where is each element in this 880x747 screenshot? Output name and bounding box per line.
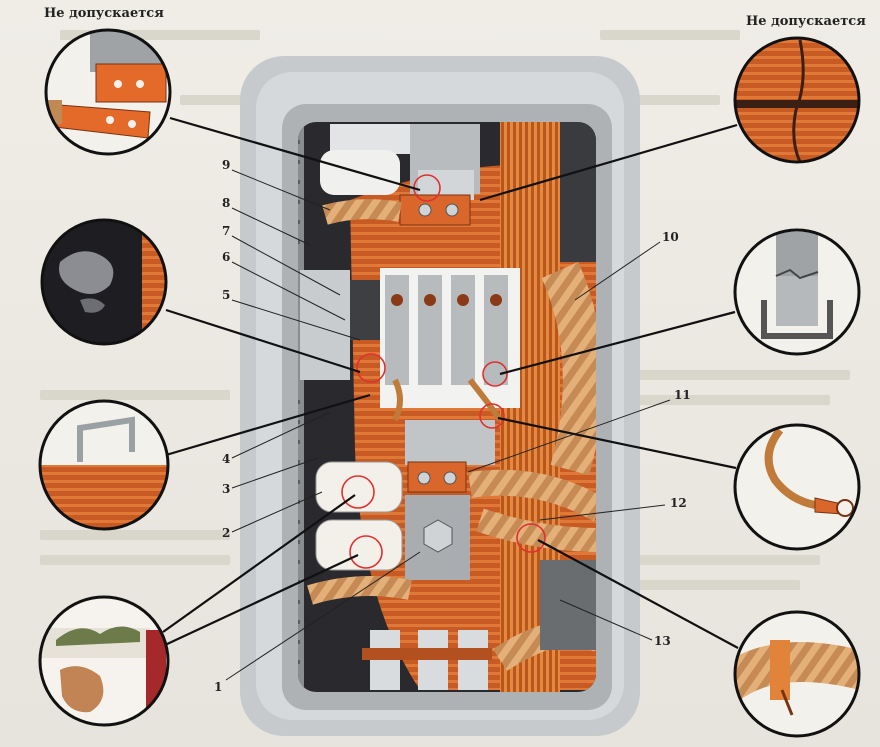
callout-6: 6 [222, 250, 231, 264]
callout-3: 3 [222, 482, 231, 496]
leader-lines [162, 116, 739, 649]
callout-11: 11 [674, 388, 691, 402]
callout-9: 9 [222, 158, 231, 172]
caption-not-allowed-left: Не допускается [44, 6, 164, 21]
contactor-internals [298, 122, 596, 692]
callout-13: 13 [654, 634, 671, 648]
fault-highlight-circles [341, 174, 546, 569]
detail-damaged-insulation-tape [733, 610, 861, 738]
callout-5: 5 [222, 288, 231, 302]
detail-cracked-winding [733, 36, 861, 164]
detail-frayed-lead [733, 423, 861, 551]
detail-surface-damage [38, 595, 170, 727]
callout-1: 1 [214, 680, 223, 694]
callout-4: 4 [222, 452, 231, 466]
detail-clamp-bracket [38, 399, 170, 531]
detail-burnt-insulation [40, 218, 168, 346]
callout-7: 7 [222, 224, 231, 238]
callout-8: 8 [222, 196, 231, 210]
detail-broken-contact [733, 228, 861, 356]
callout-12: 12 [670, 496, 687, 510]
callout-2: 2 [222, 526, 231, 540]
callout-leaders [225, 169, 671, 681]
caption-not-allowed-right: Не допускается [746, 14, 866, 29]
detail-busbar-contact [44, 28, 172, 156]
callout-10: 10 [662, 230, 679, 244]
